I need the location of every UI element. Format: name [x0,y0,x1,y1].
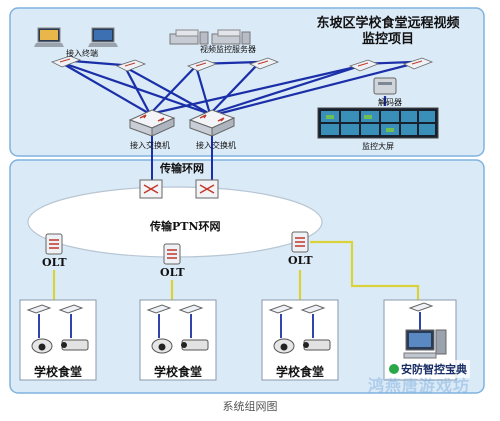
olt-icon [45,233,63,255]
canteen-label-3: 学校食堂 [276,365,325,379]
canteen-devices [26,302,447,359]
transport-ring-label: 传输环网 [160,162,204,175]
wechat-icon [389,364,399,374]
canteen-label-2: 学校食堂 [154,365,203,379]
monitor-wall-label: 监控大屏 [362,142,394,151]
monitor-wall-icon [317,107,439,139]
laptop-icon [88,27,118,47]
olt-label-2: OLT [160,266,185,279]
laptop-icon [34,27,64,47]
olt-icon [163,243,181,265]
project-title-line1: 东坡区学校食堂远程视频 [316,16,460,31]
small-switch-icon [50,55,434,72]
olt-icon [291,231,309,253]
ptn-switch-icon [139,179,163,199]
video-server-label: 视频监控服务器 [200,45,256,54]
decoder-icon [373,77,397,95]
server-icon [169,29,209,45]
watermark-account-label: 安防智控宝典 [401,363,467,376]
watermark-account: 安防智控宝典 [386,360,470,378]
olt-label-1: OLT [42,256,67,269]
fiber-links [52,240,420,300]
access-switch-label-1: 接入交换机 [130,141,170,150]
project-title: 东坡区学校食堂远程视频 监控项目 [298,16,478,48]
project-title-line2: 监控项目 [361,32,414,47]
ptn-switch-icon [195,179,219,199]
access-switch-label-2: 接入交换机 [196,141,236,150]
access-terminal-label: 接入终端 [66,49,98,58]
access-switch-icon [188,109,236,137]
decoder-label: 解码器 [378,98,402,107]
figure-caption: 系统组网图 [222,400,278,413]
watermark-faint-text: 鸿燕唐游戏坊 [368,376,471,395]
olt-label-3: OLT [288,254,313,267]
ptn-ring-label: 传输PTN环网 [150,220,221,233]
small-switch-marks [59,58,423,67]
server-icon [211,29,251,45]
canteen-label-1: 学校食堂 [34,365,83,379]
